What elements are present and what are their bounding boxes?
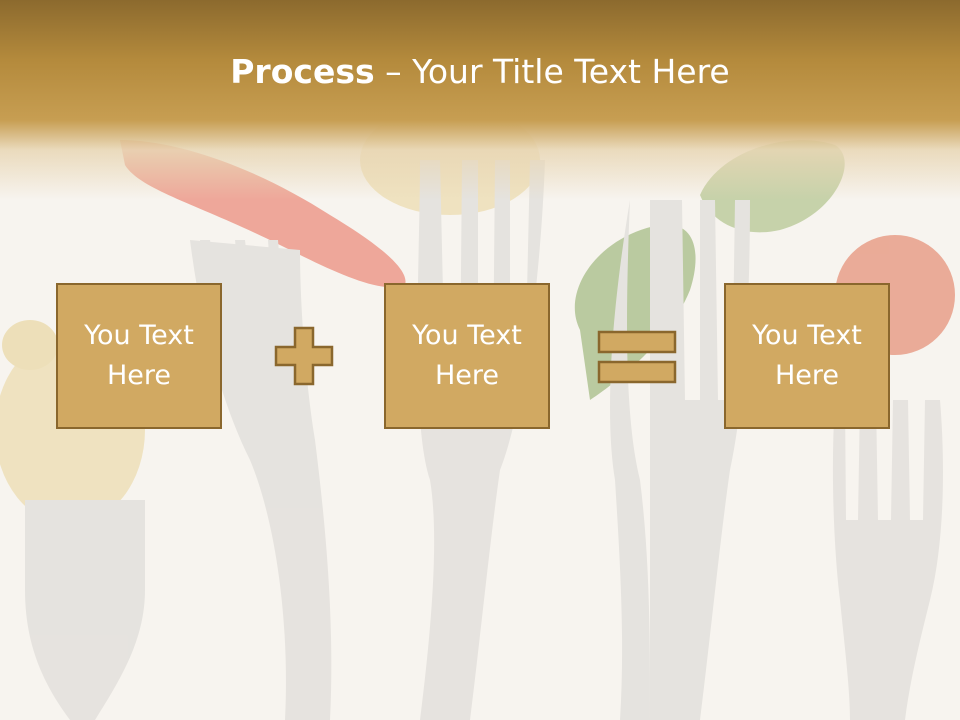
process-box-3[interactable]: You Text Here (724, 283, 890, 429)
process-box-1[interactable]: You Text Here (56, 283, 222, 429)
process-box-1-text: You Text Here (84, 320, 194, 391)
plus-icon (274, 326, 334, 386)
title-separator: – (374, 52, 413, 91)
process-box-2[interactable]: You Text Here (384, 283, 550, 429)
equals-icon (597, 330, 677, 384)
title-text: Your Title Text Here (412, 52, 730, 91)
process-box-2-text: You Text Here (412, 320, 522, 391)
title-bar (0, 0, 960, 200)
title-bold-text: Process (230, 52, 375, 91)
slide-title[interactable]: Process – Your Title Text Here (0, 52, 960, 91)
process-box-3-text: You Text Here (752, 320, 862, 391)
